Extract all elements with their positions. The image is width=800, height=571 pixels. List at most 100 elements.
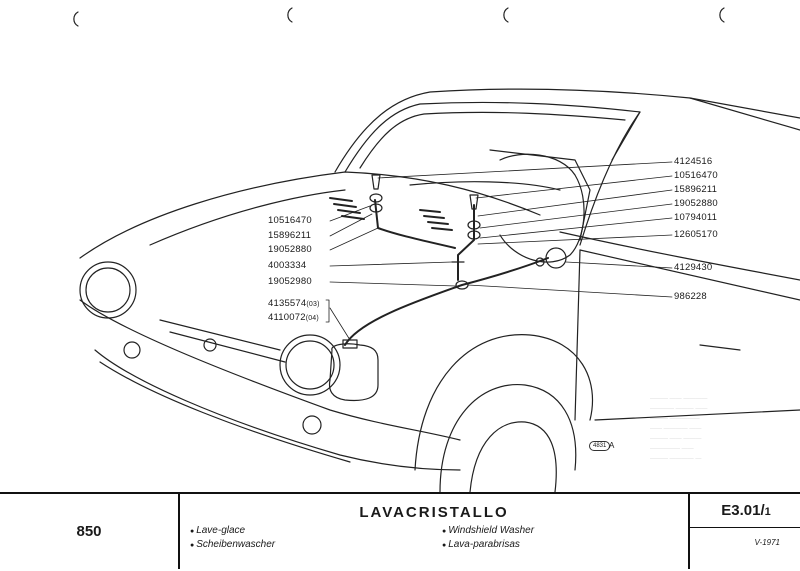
binder-hole-mark — [719, 7, 725, 23]
svg-text:———— ——— ——: ———— ——— —— — [650, 406, 707, 412]
headlight-left — [79, 261, 137, 319]
leader-line — [477, 234, 673, 245]
washer-nozzle-left — [371, 174, 381, 190]
leader-line — [329, 205, 371, 222]
binder-hole-mark — [503, 7, 509, 23]
page-code: E3.01/1 — [721, 502, 771, 519]
body-sill — [594, 409, 800, 421]
door-handle — [699, 344, 741, 351]
part-number-label: 986228 — [674, 291, 707, 302]
translation-french: Lave-glace — [190, 524, 275, 538]
leader-line — [329, 307, 351, 341]
car-roof-outline — [334, 88, 800, 173]
grille-lower — [169, 331, 286, 363]
binder-hole-mark — [287, 7, 293, 23]
car-exploded-diagram: ——— —— ———— ———— ——— —— ——— ————— —— ———… — [73, 7, 800, 492]
leader-line — [329, 213, 373, 237]
hood-vent — [431, 227, 453, 231]
headlight-right-inner — [285, 340, 335, 390]
model-number: 850 — [0, 494, 180, 569]
part-number-label: 10516470 — [674, 170, 718, 181]
translations-left: Lave-glace Scheibenwascher — [190, 524, 275, 552]
a-pillar — [579, 111, 641, 246]
figure-reference: 4831 — [589, 441, 611, 451]
fiat-badge — [203, 338, 217, 352]
rear-window-line — [689, 97, 800, 131]
hood-vent — [427, 221, 449, 225]
door-line — [579, 249, 800, 301]
fog-light-right — [302, 415, 322, 435]
part-number-label-tank: 4110072(04) — [268, 312, 319, 323]
part-number-label: 15896211 — [268, 230, 312, 241]
washer-hose-main — [344, 257, 549, 346]
washer-nozzle-left-grommet — [369, 193, 383, 203]
svg-text:——— —— ————: ——— —— ———— — [650, 396, 707, 402]
headlight-right — [279, 334, 341, 396]
wheel-inner — [469, 421, 557, 492]
hood-outline — [79, 171, 541, 259]
translation-english: Windshield Washer — [442, 524, 534, 538]
washer-nozzle-right-grommet — [467, 220, 481, 230]
leader-line — [477, 189, 673, 217]
hose-tee-connector — [451, 255, 465, 269]
section-title: LAVACRISTALLO — [359, 504, 509, 521]
leader-line — [565, 261, 673, 269]
revision-date: V-1971 — [754, 538, 781, 547]
hood-vent — [419, 209, 441, 213]
hood-crease — [149, 189, 346, 246]
translations-right: Windshield Washer Lava-parabrisas — [442, 524, 534, 552]
part-number-label: 12605170 — [674, 229, 718, 240]
code-divider — [690, 527, 800, 528]
wheel-arch — [414, 334, 594, 471]
leader-line — [475, 175, 673, 199]
hood-vent — [337, 209, 361, 214]
hood-vent — [329, 197, 353, 202]
svg-text:——— —————: ——— ————— — [650, 416, 700, 422]
title-block-center: LAVACRISTALLO Lave-glace Scheibenwascher… — [180, 494, 688, 569]
leader-line — [479, 203, 673, 229]
part-number-label: 19052980 — [268, 276, 312, 287]
washer-reservoir — [328, 343, 379, 402]
binder-hole-mark — [73, 11, 79, 27]
front-fascia — [79, 299, 461, 441]
svg-text:——— —— ———: ——— —— ——— — [650, 436, 701, 442]
part-number-label: 4129430 — [674, 262, 713, 273]
part-number-label: 15896211 — [674, 184, 718, 195]
headlight-left-inner — [85, 267, 131, 313]
leader-line — [377, 161, 673, 179]
leader-line — [467, 284, 673, 298]
hood-vent — [341, 215, 365, 220]
hood-vent — [333, 203, 357, 208]
part-number-label: 4003334 — [268, 260, 307, 271]
svg-text:—— ———— ——: —— ———— —— — [650, 426, 701, 432]
washer-nozzle-right-nut — [467, 230, 481, 240]
windshield-frame — [344, 101, 641, 173]
translation-spanish: Lava-parabrisas — [442, 538, 534, 552]
wheel-outer — [439, 384, 577, 492]
page-code-box: E3.01/1 V-1971 — [688, 494, 800, 569]
figure-letter: A — [609, 441, 615, 450]
washer-nozzle-left-nut — [369, 203, 383, 213]
part-number-label: 10516470 — [268, 215, 312, 226]
washer-hose-right — [457, 204, 475, 281]
leader-line — [479, 217, 673, 239]
title-block: 850 LAVACRISTALLO Lave-glace Scheibenwas… — [0, 492, 800, 571]
door-front-edge — [574, 249, 581, 421]
hood-vent — [423, 215, 445, 219]
svg-text:————— ——: ————— —— — [650, 446, 694, 452]
leader-line — [329, 281, 457, 287]
grille-upper — [159, 319, 281, 351]
washer-pump-clip — [535, 257, 545, 267]
windshield-inner — [359, 111, 626, 169]
front-bumper — [94, 349, 461, 471]
part-number-label: 19052880 — [268, 244, 312, 255]
front-bumper-lower — [99, 361, 351, 463]
fog-light-left — [123, 341, 141, 359]
part-number-label: 4124516 — [674, 156, 713, 167]
washer-pump — [545, 247, 567, 269]
washer-nozzle-right — [469, 194, 479, 210]
part-number-label-tank: 4135574(03) — [268, 298, 320, 309]
svg-text:——— ———— —: ——— ———— — — [650, 456, 701, 462]
leader-line — [329, 261, 453, 267]
translation-german: Scheibenwascher — [190, 538, 275, 552]
